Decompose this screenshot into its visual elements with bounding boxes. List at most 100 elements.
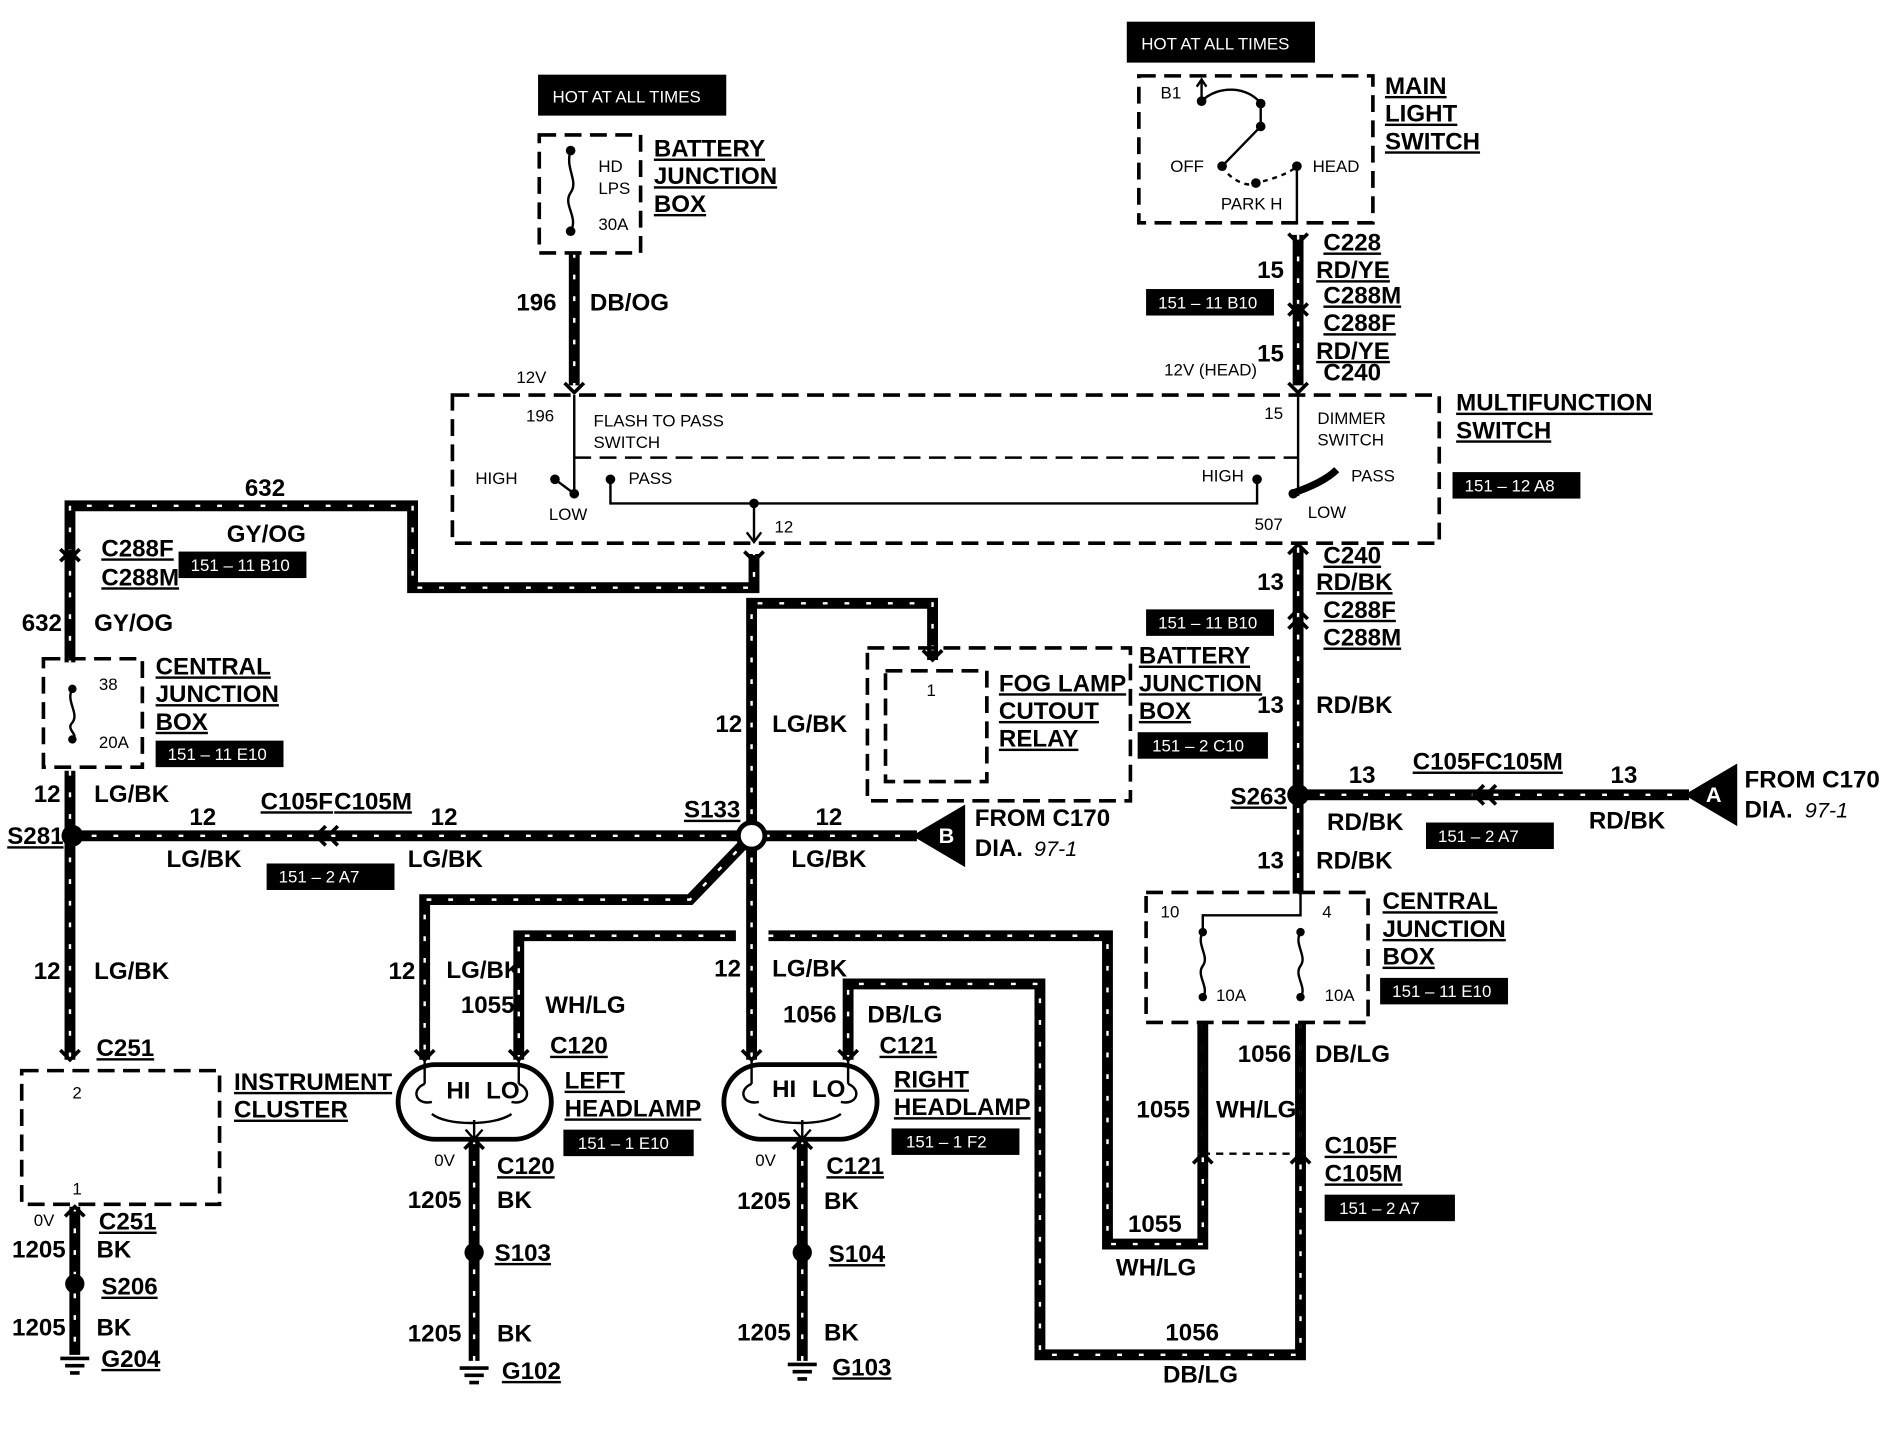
mls-off: OFF <box>1170 157 1204 176</box>
label-632-top: 632 <box>245 475 285 502</box>
label-c105m-a: C105M <box>334 788 412 815</box>
label-c240-a: C240 <box>1323 360 1381 387</box>
label-gyog-a: GY/OG <box>227 521 306 548</box>
instrument-cluster: 2 1 INSTRUMENT CLUSTER 0V C251 1205 BK S… <box>12 1068 392 1375</box>
splice-s206 <box>65 1274 85 1294</box>
label-c120-top: C120 <box>550 1033 608 1060</box>
mls-head: HEAD <box>1313 157 1360 176</box>
ref-a7-c: 151 – 2 A7 <box>1339 1199 1420 1218</box>
label-c105m-c: C105M <box>1325 1160 1403 1187</box>
mfs-15: 15 <box>1264 404 1283 423</box>
mfs-ref: 151 – 12 A8 <box>1465 476 1555 495</box>
label-lgbk-h2: LG/BK <box>408 846 484 873</box>
from-a-page: 97-1 <box>1805 798 1848 823</box>
label-rdbk-c: RD/BK <box>1316 847 1393 874</box>
rh-g103: G103 <box>832 1354 891 1381</box>
cjb-right-fuse-l: 10A <box>1216 986 1247 1005</box>
label-12-lh: 12 <box>388 958 415 985</box>
bjb-fuse-amp: 30A <box>598 215 629 234</box>
fog-title-3: RELAY <box>999 726 1079 753</box>
label-c288f-r: C288F <box>1323 597 1395 624</box>
splice-s103 <box>464 1242 484 1263</box>
right-headlamp: HI LO RIGHT HEADLAMP 151 – 1 F2 0V C121 … <box>721 1059 1031 1381</box>
label-s263: S263 <box>1231 783 1287 810</box>
rh-ref: 151 – 1 F2 <box>906 1133 987 1152</box>
label-12-h1: 12 <box>189 804 216 831</box>
label-lgbk-l1: LG/BK <box>94 781 170 808</box>
from-a-line1: FROM C170 <box>1744 767 1879 794</box>
ref-b10-a: 151 – 11 B10 <box>1158 293 1257 312</box>
label-lgbk-lh: LG/BK <box>446 957 522 984</box>
cjb-left-ref: 151 – 11 E10 <box>168 745 267 764</box>
label-c288f-a: C288F <box>1323 310 1395 337</box>
lh-g102: G102 <box>502 1358 561 1385</box>
cjb-left-title-3: BOX <box>156 709 208 736</box>
label-632-l: 632 <box>22 610 62 637</box>
label-whlg-b: WH/LG <box>1116 1254 1196 1281</box>
mfs-flash-1: FLASH TO PASS <box>594 411 724 430</box>
label-c288f-l: C288F <box>101 535 173 562</box>
cjb-right-title-2: JUNCTION <box>1383 916 1506 943</box>
wire-1056 <box>842 978 1306 1361</box>
cjb-left-title-1: CENTRAL <box>156 653 271 680</box>
bjb-title-1: BATTERY <box>654 136 765 163</box>
label-s281: S281 <box>7 823 63 850</box>
label-lgbk-h3: LG/BK <box>791 846 867 873</box>
label-rdbk-b: RD/BK <box>1316 692 1393 719</box>
cjb-left-fuse: 20A <box>99 733 130 752</box>
ref-a7-a: 151 – 2 A7 <box>279 868 360 887</box>
splice-s104 <box>792 1242 812 1263</box>
mfs-pass-right: PASS <box>1351 467 1395 486</box>
rh-1205-b: 1205 <box>737 1319 791 1346</box>
label-1055-c: 1055 <box>1136 1097 1190 1124</box>
hot-tag-left <box>538 74 727 116</box>
cjb-right-fuse-r: 10A <box>1325 986 1356 1005</box>
rh-lo: LO <box>812 1076 845 1103</box>
label-s133: S133 <box>684 797 740 824</box>
label-1056-c: 1056 <box>1238 1041 1292 1068</box>
cjb-right-title-3: BOX <box>1383 944 1435 971</box>
mls-b1: B1 <box>1161 84 1182 103</box>
mfs-title-2: SWITCH <box>1456 417 1551 444</box>
central-junction-box-left: 38 20A CENTRAL JUNCTION BOX 151 – 11 E10 <box>41 653 284 769</box>
wire-12-fog <box>746 597 938 836</box>
label-dblg-c: DB/LG <box>1315 1041 1390 1068</box>
label-dbog: DB/OG <box>590 290 669 317</box>
cjb-right-pin-r: 4 <box>1322 903 1331 922</box>
bjb-title-2: JUNCTION <box>654 163 777 190</box>
label-c288m-a: C288M <box>1323 283 1401 310</box>
central-junction-box-right: 10 4 10A 10A CENTRAL JUNCTION BOX 151 – … <box>1144 888 1509 1155</box>
wire-632 <box>64 500 760 663</box>
rh-s104: S104 <box>829 1241 886 1268</box>
splices <box>61 784 1309 1294</box>
wires <box>64 234 1689 1361</box>
label-whlg-c: WH/LG <box>1216 1097 1296 1124</box>
label-15b: 15 <box>1257 340 1284 367</box>
mls-title-2: LIGHT <box>1385 101 1458 128</box>
label-rdbk-h1: RD/BK <box>1327 809 1404 836</box>
bjb-mid-ref: 151 – 2 C10 <box>1152 736 1244 755</box>
ref-a7-b: 151 – 2 A7 <box>1438 827 1519 846</box>
ic-1205-a: 1205 <box>12 1236 66 1263</box>
lh-bk-b: BK <box>497 1321 532 1348</box>
label-lgbk-v1: LG/BK <box>772 711 848 738</box>
rh-title-1: RIGHT <box>894 1067 969 1094</box>
ref-b10-l: 151 – 11 B10 <box>191 556 290 575</box>
ground-icon-g102 <box>459 1366 489 1385</box>
ic-pin-bot: 1 <box>72 1180 81 1199</box>
cjb-right-ref: 151 – 11 E10 <box>1392 982 1491 1001</box>
label-c105f-a: C105F <box>261 788 333 815</box>
multifunction-switch: 12V 12V (HEAD) 196 15 FLASH TO PASS SWIT… <box>450 361 1653 545</box>
label-12-l1: 12 <box>34 781 61 808</box>
wire-12-left-headlamp <box>419 832 756 1060</box>
label-1055-a: 1055 <box>461 992 515 1019</box>
mfs-507: 507 <box>1255 515 1283 534</box>
ic-c251: C251 <box>99 1209 157 1236</box>
mfs-high-right: HIGH <box>1202 467 1244 486</box>
rh-hi: HI <box>772 1076 796 1103</box>
cjb-left-title-2: JUNCTION <box>156 681 279 708</box>
mfs-196: 196 <box>526 407 554 426</box>
mfs-high-left: HIGH <box>475 469 517 488</box>
rh-title-2: HEADLAMP <box>894 1094 1031 1121</box>
